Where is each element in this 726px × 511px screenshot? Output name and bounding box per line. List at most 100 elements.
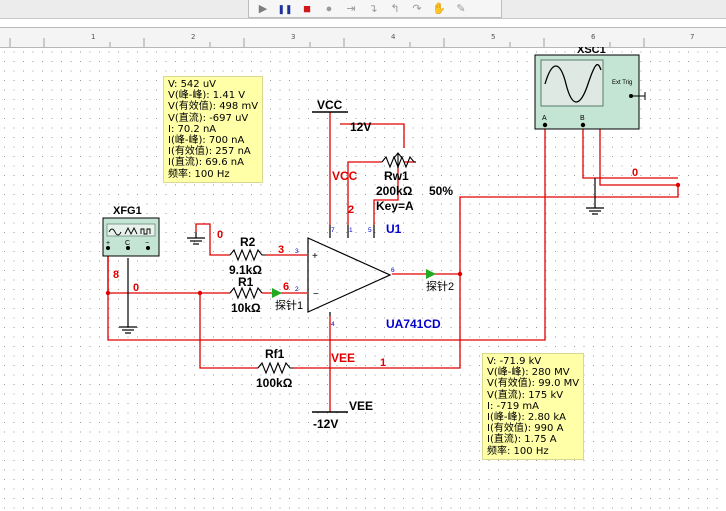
pin-2: 2 [295, 286, 299, 293]
net-label-8: 8 [113, 269, 119, 281]
junction-dots [105, 182, 681, 296]
net-label-3: 3 [278, 244, 284, 256]
ruler-graphic: 1 2 3 4 5 6 7 [9, 33, 694, 47]
pin-5: 5 [368, 227, 372, 234]
probe1-vrms: V(有效值): 498 mV [168, 101, 259, 113]
vcc-label: VCC [317, 98, 343, 112]
probe1-irms: I(有效值): 257 nA [168, 146, 251, 158]
probe2-irms: I(有效值): 990 A [487, 423, 564, 435]
ruler-tick-7: 7 [690, 33, 694, 41]
svg-text:C: C [125, 240, 130, 247]
probe1-idc: I(直流): 69.6 nA [168, 157, 244, 169]
pin-7: 7 [331, 227, 335, 234]
xsc1-channel-a: A [542, 115, 547, 122]
probe2-label: 探针2 [426, 279, 454, 293]
rw1-percent: 50% [429, 184, 453, 198]
pin-1: 1 [349, 227, 353, 234]
probe2-ipp: I(峰-峰): 2.80 kA [487, 412, 566, 424]
xsc1-channel-b: B [580, 115, 585, 122]
ruler-tick-4: 4 [391, 33, 396, 41]
ruler-tick-5: 5 [491, 33, 495, 41]
opamp-u1[interactable] [307, 225, 392, 316]
probe1-label: 探针1 [275, 298, 303, 312]
step-over-icon[interactable]: ↷ [412, 2, 422, 15]
rf1-name: Rf1 [265, 347, 285, 361]
pin-4: 4 [331, 321, 335, 328]
xsc1-name: XSC1 [577, 47, 606, 56]
rw1-name: Rw1 [384, 169, 409, 183]
probe2-vrms: V(有效值): 99.0 MV [487, 378, 580, 390]
probe2-vdc: V(直流): 175 kV [487, 389, 564, 401]
probe2-idc: I(直流): 1.75 A [487, 434, 557, 446]
vcc-net-label: VCC [332, 169, 358, 183]
step-out-icon[interactable]: ↰ [390, 2, 400, 15]
xfg1-name: XFG1 [113, 205, 142, 217]
pause-icon[interactable]: ❚❚ [277, 3, 293, 14]
xsc1-ext-trig: Ext Trig [612, 80, 632, 86]
ruler-tick-3: 3 [291, 33, 295, 41]
r1-value: 10kΩ [231, 301, 261, 315]
wires [107, 112, 679, 412]
rw1-potentiometer[interactable] [381, 152, 416, 169]
u1-name: U1 [386, 222, 402, 236]
simulation-button-group: ▶ ❚❚ ■ ● ⇥ ↴ ↰ ↷ ✋ ✎ [248, 0, 502, 18]
vcc-value: 12V [350, 120, 371, 134]
svg-text:−: − [145, 240, 149, 247]
opamp-plus: + [312, 251, 318, 262]
probe1-freq: 频率: 100 Hz [168, 168, 230, 180]
u1-part: UA741CD [386, 317, 441, 331]
ground-xfg1 [119, 258, 137, 334]
opamp-minus: − [313, 289, 319, 300]
vee-value: -12V [313, 417, 338, 431]
schematic-svg[interactable]: VCC 12V VCC Rw1 200kΩ 50% Key=A + − 7 1 … [0, 47, 726, 511]
probe2-vpp: V(峰-峰): 280 MV [487, 367, 570, 379]
r1-name: R1 [238, 275, 254, 289]
r2-value: 9.1kΩ [229, 263, 262, 277]
probe1-ipp: I(峰-峰): 700 nA [168, 135, 245, 147]
oscilloscope-xsc1[interactable] [534, 54, 646, 130]
probe2-freq: 频率: 100 Hz [487, 445, 549, 457]
probe-tool-icon[interactable]: ✎ [456, 2, 466, 15]
function-generator-xfg1[interactable]: + C − [102, 217, 160, 257]
probe2-v: V: -71.9 kV [487, 356, 542, 367]
probe1-i: I: 70.2 nA [168, 123, 217, 135]
step-icon[interactable]: ⇥ [346, 2, 356, 15]
pin-6: 6 [391, 267, 395, 274]
rf1-value: 100kΩ [256, 376, 293, 390]
resistor-rf1[interactable] [257, 361, 294, 375]
net-label-0-scope: 0 [632, 167, 638, 179]
net-label-2: 2 [348, 204, 354, 216]
schematic-canvas[interactable]: VCC 12V VCC Rw1 200kΩ 50% Key=A + − 7 1 … [0, 47, 726, 511]
ruler-tick-6: 6 [591, 33, 596, 41]
vee-net-label: VEE [331, 351, 355, 365]
ground-r2 [187, 232, 205, 245]
ruler-tick-1: 1 [91, 33, 95, 41]
run-icon[interactable]: ▶ [258, 2, 268, 15]
probe2-measurement-box[interactable]: V: -71.9 kV V(峰-峰): 280 MV V(有效值): 99.0 … [482, 353, 585, 460]
net-label-1: 1 [380, 357, 386, 369]
ruler-tick-2: 2 [191, 33, 195, 41]
probe1-vpp: V(峰-峰): 1.41 V [168, 90, 246, 102]
resistor-r2[interactable] [229, 248, 266, 262]
record-icon[interactable]: ● [325, 2, 333, 15]
probe1-arrow-icon[interactable] [272, 288, 282, 298]
probe1-v: V: 542 uV [168, 79, 217, 90]
pin-3: 3 [295, 248, 299, 255]
net-label-0-xfg: 0 [133, 282, 139, 294]
r2-name: R2 [240, 235, 256, 249]
net-label-0-r2: 0 [217, 229, 223, 241]
probe2-arrow-icon[interactable] [426, 269, 436, 279]
horizontal-ruler: 1 2 3 4 5 6 7 [0, 27, 726, 48]
resistor-r1[interactable] [229, 286, 263, 300]
probe2-i: I: -719 mA [487, 400, 539, 412]
probe1-measurement-box[interactable]: V: 542 uV V(峰-峰): 1.41 V V(有效值): 498 mV … [163, 76, 264, 183]
simulation-toolbar: ▶ ❚❚ ■ ● ⇥ ↴ ↰ ↷ ✋ ✎ [0, 0, 726, 19]
step-into-icon[interactable]: ↴ [368, 2, 378, 15]
pan-icon[interactable]: ✋ [432, 2, 446, 15]
vee-label: VEE [349, 399, 373, 413]
ground-scope [586, 178, 604, 215]
svg-text:+: + [106, 240, 110, 247]
rw1-key: Key=A [376, 199, 414, 213]
stop-icon[interactable]: ■ [303, 0, 311, 16]
net-label-6: 6 [283, 281, 289, 293]
